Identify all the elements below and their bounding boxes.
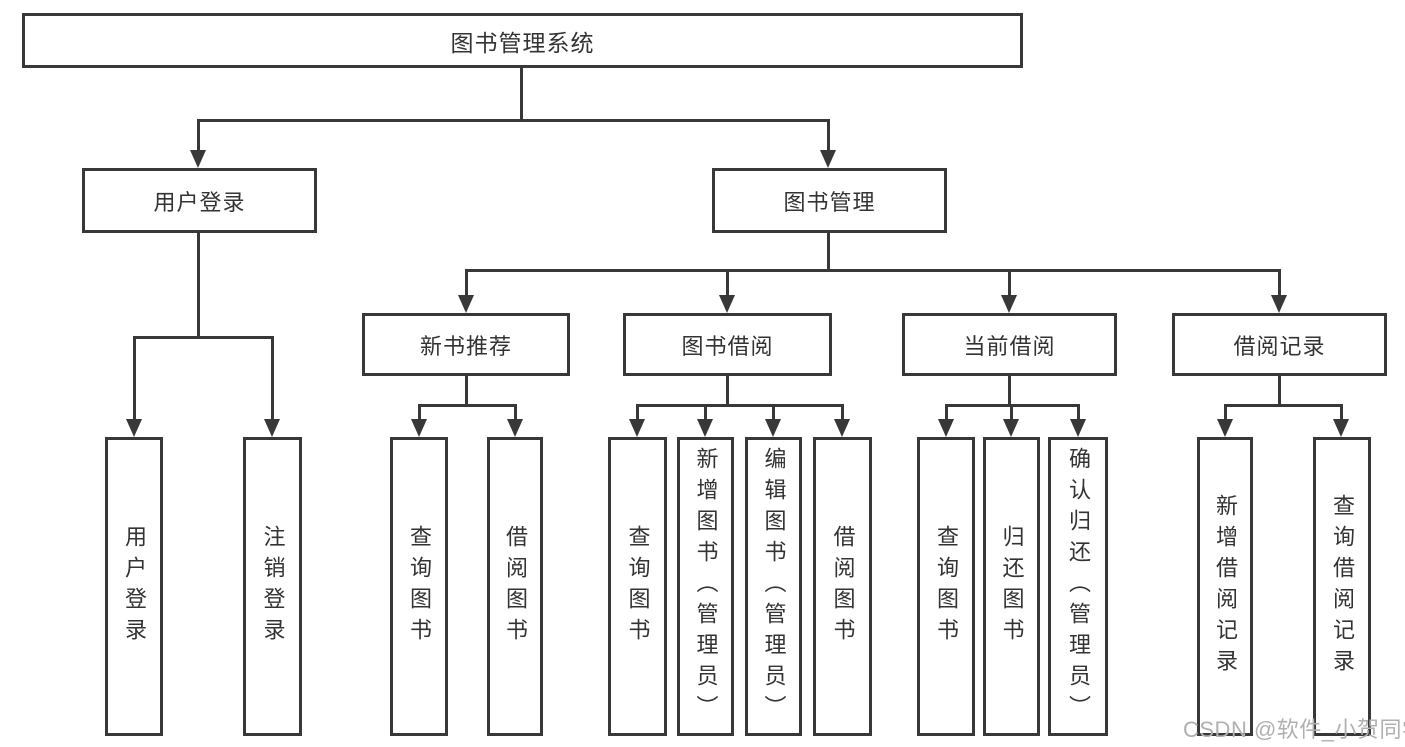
connector-line <box>827 233 830 272</box>
connector-line <box>514 404 517 423</box>
connector-line <box>827 119 830 152</box>
connector-line <box>1278 376 1281 407</box>
node-book-borrow: 图书借阅 <box>623 313 832 376</box>
connector-line <box>197 119 830 122</box>
connector-line <box>1008 269 1011 298</box>
leaf-add-borrow-record-label: 新增借阅记录 <box>1213 493 1238 680</box>
node-borrow-records: 借阅记录 <box>1172 313 1387 376</box>
csdn-watermark: CSDN @软件_小贺同学 <box>1183 717 1405 742</box>
connector-line <box>726 376 729 407</box>
leaf-query-borrow-record: 查询借阅记录 <box>1313 437 1371 736</box>
arrowhead <box>411 419 427 437</box>
leaf-borrow-books-label: 借阅图书 <box>830 524 856 649</box>
arrowhead <box>834 419 850 437</box>
connector-line <box>1077 404 1080 423</box>
arrowhead <box>719 295 735 313</box>
leaf-recommend-query-books-label: 查询图书 <box>407 524 432 649</box>
arrowhead <box>1271 295 1287 313</box>
leaf-user-login: 用户登录 <box>105 437 163 736</box>
node-user-login: 用户登录 <box>82 168 317 233</box>
connector-line <box>1224 404 1227 423</box>
connector-line <box>465 269 1281 272</box>
node-borrow-records-label: 借阅记录 <box>1233 333 1326 359</box>
arrowhead <box>458 295 474 313</box>
leaf-user-login-label: 用户登录 <box>122 524 147 649</box>
connector-line <box>133 336 274 339</box>
leaf-add-borrow-record: 新增借阅记录 <box>1197 437 1253 736</box>
arrowhead <box>1003 419 1019 437</box>
node-new-book-recommend-label: 新书推荐 <box>419 333 512 359</box>
leaf-return-books: 归还图书 <box>983 437 1040 736</box>
leaf-add-books-admin-label: 新增图书（管理员） <box>693 447 719 726</box>
connector-line <box>465 376 468 407</box>
leaf-recommend-borrow-books-label: 借阅图书 <box>503 524 528 649</box>
leaf-query-borrow-record-label: 查询借阅记录 <box>1330 493 1355 680</box>
arrowhead <box>1001 295 1017 313</box>
leaf-return-books-label: 归还图书 <box>999 524 1025 649</box>
arrowhead <box>820 150 836 168</box>
connector-line <box>1008 376 1011 407</box>
leaf-confirm-return-admin-label: 确认归还（管理员） <box>1066 447 1091 726</box>
connector-line <box>1278 269 1281 298</box>
leaf-add-books-admin: 新增图书（管理员） <box>677 437 734 736</box>
arrowhead <box>629 419 645 437</box>
connector-line <box>520 68 523 121</box>
connector-line <box>1224 404 1343 407</box>
connector-line <box>636 404 844 407</box>
arrowhead <box>507 419 523 437</box>
arrowhead <box>190 150 206 168</box>
leaf-edit-books-admin-label: 编辑图书（管理员） <box>761 447 787 726</box>
connector-line <box>945 404 948 423</box>
leaf-logout: 注销登录 <box>243 437 302 736</box>
node-root-label: 图书管理系统 <box>450 29 595 56</box>
leaf-current-query-books: 查询图书 <box>917 437 975 736</box>
node-user-login-label: 用户登录 <box>153 189 246 215</box>
arrowhead <box>1333 419 1349 437</box>
node-current-borrow-label: 当前借阅 <box>963 333 1056 359</box>
leaf-edit-books-admin: 编辑图书（管理员） <box>745 437 802 736</box>
node-new-book-recommend: 新书推荐 <box>362 313 570 376</box>
arrowhead <box>1217 419 1233 437</box>
connector-line <box>636 404 639 423</box>
arrowhead <box>765 419 781 437</box>
leaf-borrow-query-books: 查询图书 <box>608 437 667 736</box>
arrowhead <box>1070 419 1086 437</box>
connector-line <box>726 269 729 298</box>
node-book-management: 图书管理 <box>712 168 947 233</box>
leaf-logout-label: 注销登录 <box>260 524 286 649</box>
arrowhead <box>264 419 280 437</box>
node-current-borrow: 当前借阅 <box>902 313 1117 376</box>
connector-line <box>197 233 200 339</box>
connector-line <box>418 404 421 423</box>
leaf-recommend-query-books: 查询图书 <box>390 437 448 736</box>
arrowhead <box>697 419 713 437</box>
connector-line <box>418 404 517 407</box>
arrowhead <box>126 419 142 437</box>
node-book-borrow-label: 图书借阅 <box>681 333 774 359</box>
connector-line <box>133 336 136 423</box>
leaf-current-query-books-label: 查询图书 <box>934 524 959 649</box>
leaf-recommend-borrow-books: 借阅图书 <box>487 437 543 736</box>
leaf-confirm-return-admin: 确认归还（管理员） <box>1048 437 1108 736</box>
connector-line <box>772 404 775 423</box>
node-root: 图书管理系统 <box>22 13 1023 68</box>
leaf-borrow-query-books-label: 查询图书 <box>625 524 651 649</box>
arrowhead <box>938 419 954 437</box>
connector-line <box>465 269 468 298</box>
connector-line <box>1340 404 1343 423</box>
connector-line <box>1010 404 1013 423</box>
connector-line <box>197 119 200 152</box>
connector-line <box>841 404 844 423</box>
connector-line <box>271 336 274 423</box>
leaf-borrow-books: 借阅图书 <box>813 437 872 736</box>
connector-line <box>704 404 707 423</box>
node-book-management-label: 图书管理 <box>783 189 876 215</box>
